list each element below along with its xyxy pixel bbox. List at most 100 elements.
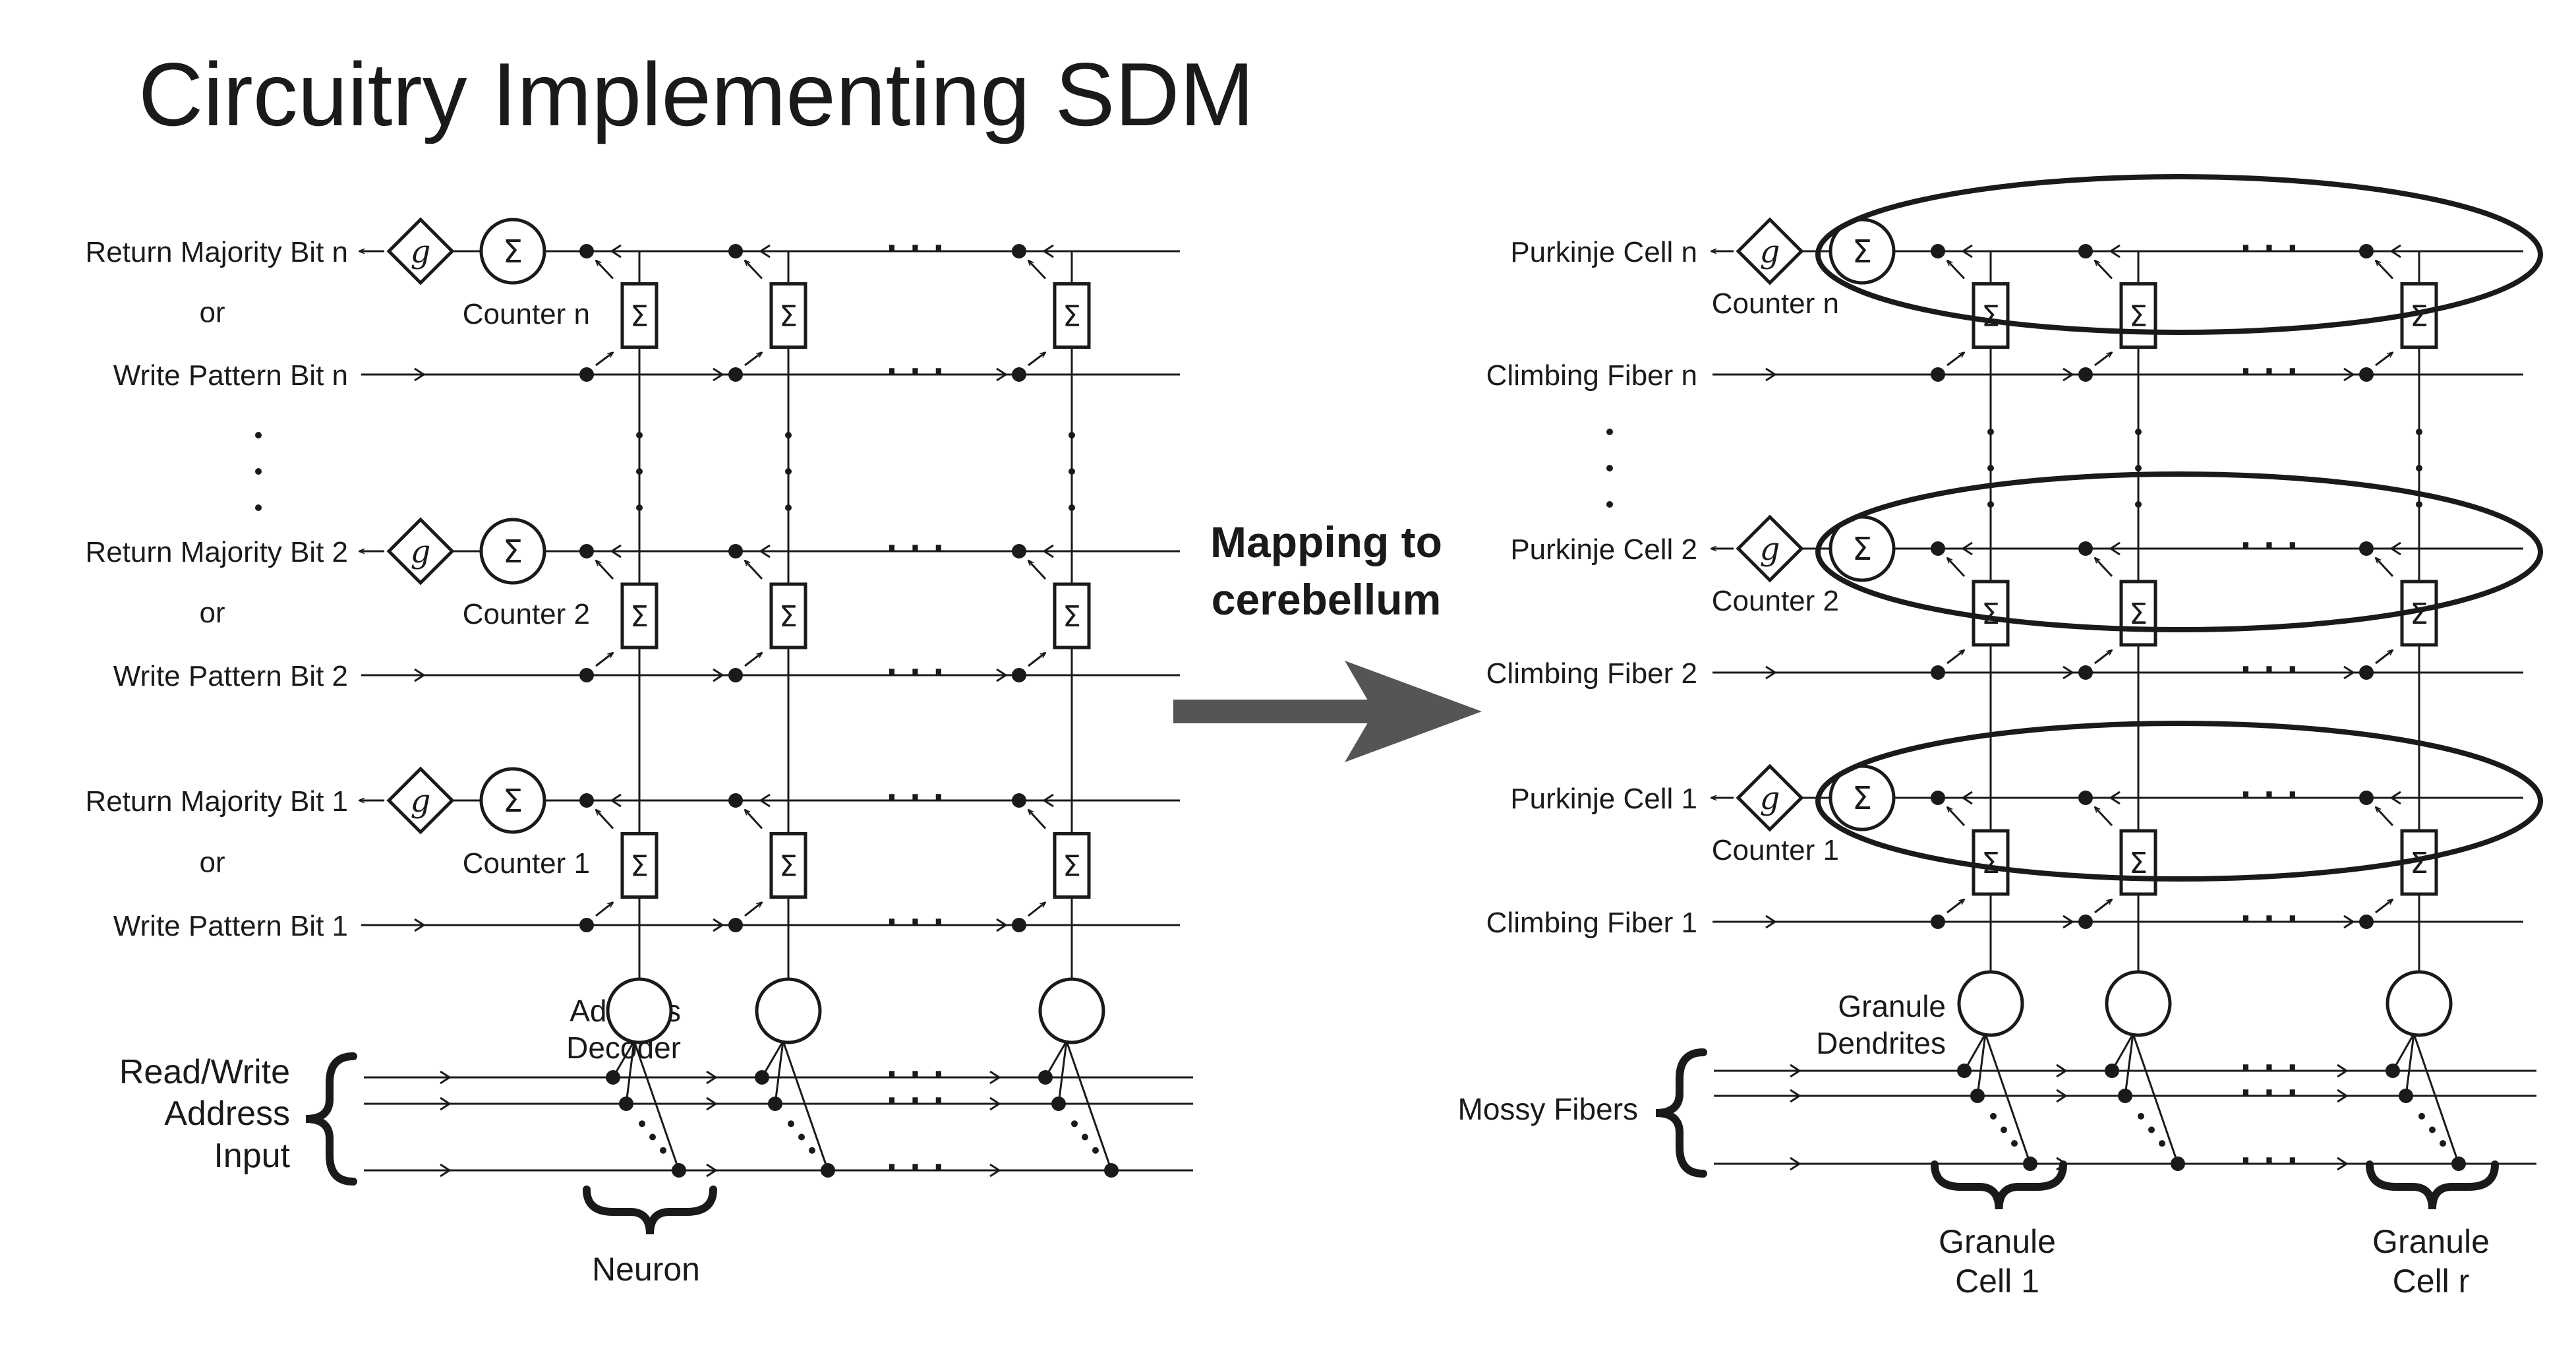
junction-dot <box>2078 367 2093 382</box>
vertical-ellipsis-icon <box>636 432 643 511</box>
read-arrow-icon <box>596 560 614 580</box>
junction-dot <box>579 793 594 808</box>
chevron-right-icon <box>2063 915 2074 929</box>
sum-box-shape <box>2119 282 2157 349</box>
ellipsis-icon: · · · <box>887 900 946 943</box>
chevron-right-icon <box>996 668 1008 682</box>
junction-dot <box>2023 1157 2037 1171</box>
junction-dot <box>672 1163 686 1178</box>
chevron-left-icon <box>759 244 771 258</box>
vertical-ellipsis-icon <box>2416 429 2422 508</box>
ellipsis-dot <box>639 1120 645 1128</box>
junction-dot <box>728 367 743 382</box>
ellipsis-dot <box>1987 429 1994 435</box>
decoder-dendrite <box>1065 1040 1113 1171</box>
junction-dot <box>1012 793 1026 808</box>
address-decoder-circle <box>2105 970 2172 1037</box>
decoder-dendrite <box>625 1040 635 1104</box>
chevron-left-icon <box>2389 541 2401 556</box>
gate-diamond-icon: g <box>1736 764 1804 832</box>
row-or-label: or <box>199 597 225 629</box>
junction-dot <box>728 918 743 932</box>
gate-diamond-icon: g <box>386 217 455 286</box>
ellipsis-icon: · · · <box>2240 897 2300 940</box>
junction-dot <box>728 544 743 558</box>
junction-dot <box>768 1097 782 1111</box>
junction-dot <box>1012 668 1026 682</box>
gate-symbol: g <box>1760 233 1780 270</box>
chevron-right-icon <box>440 1070 452 1085</box>
ellipsis-dot <box>2135 465 2142 471</box>
junction-dot <box>1931 367 1945 382</box>
vertical-ellipsis-icon <box>1606 429 1613 508</box>
ellipsis-icon: · · · <box>887 775 946 818</box>
write-arrow-icon <box>595 653 613 667</box>
junction-dot <box>1931 915 1945 929</box>
ellipsis-dot <box>1071 1120 1078 1128</box>
junction-dot <box>2105 1064 2119 1078</box>
sum-symbol: Σ <box>2410 847 2428 880</box>
ellipsis-dot <box>1068 432 1075 438</box>
chevron-left-icon <box>610 544 622 558</box>
gate-diamond-shape <box>1736 764 1804 832</box>
chevron-right-icon <box>1790 1089 1801 1103</box>
address-input-label-line2: Address <box>164 1095 290 1133</box>
ellipsis-dot <box>660 1147 666 1154</box>
gate-symbol: g <box>411 533 431 570</box>
chevron-right-icon <box>713 668 724 682</box>
ellipsis-dot <box>2440 1140 2446 1147</box>
mapping-label-line1: Mapping to <box>1210 518 1442 566</box>
chevron-left-icon <box>2109 541 2121 556</box>
gate-diamond-shape <box>386 517 455 586</box>
sum-box-icon: Σ <box>1053 832 1091 899</box>
ellipsis-dot <box>255 432 262 438</box>
chevron-right-icon <box>706 1097 718 1111</box>
decoder-dendrite <box>774 1040 784 1104</box>
read-arrow-icon <box>1947 807 1966 827</box>
sum-box-shape <box>1972 829 2010 896</box>
ellipsis-icon: · · · <box>887 526 946 569</box>
sum-circle-icon: Σ <box>479 767 546 834</box>
junction-dot <box>579 367 594 382</box>
granule-cell-label-line2: Cell r <box>2393 1263 2470 1300</box>
junction-dot <box>2078 791 2093 805</box>
junction-dot <box>821 1163 835 1178</box>
gate-diamond-shape <box>386 217 455 286</box>
big-arrow-icon <box>1173 661 1482 762</box>
chevron-right-icon <box>2337 1089 2349 1103</box>
junction-dot <box>1051 1097 1066 1111</box>
row-return-label: Purkinje Cell n <box>1510 236 1697 268</box>
chevron-left-icon <box>759 793 771 808</box>
counter-label: Counter n <box>1712 287 1839 320</box>
row-write-label: Climbing Fiber 2 <box>1486 657 1697 690</box>
address-input-label-line3: Input <box>214 1137 290 1175</box>
brace-icon <box>2366 1160 2499 1210</box>
junction-dot <box>728 244 743 258</box>
address-decoder-circle <box>1957 970 2024 1037</box>
junction-dot <box>2359 665 2374 680</box>
write-arrow-icon <box>595 903 613 917</box>
ellipsis-dot <box>2011 1140 2018 1147</box>
junction-dot <box>1957 1064 1972 1078</box>
write-arrow-icon <box>2375 899 2393 914</box>
sum-symbol: Σ <box>503 783 523 820</box>
ellipsis-dot <box>2001 1126 2007 1133</box>
junction-dot <box>2359 244 2374 258</box>
gate-diamond-icon: g <box>386 517 455 586</box>
write-arrow-icon <box>1028 353 1045 367</box>
chevron-left-icon <box>2109 791 2121 805</box>
chevron-right-icon <box>1765 915 1777 929</box>
decoder-dendrite <box>1057 1040 1068 1104</box>
decoder-dendrite <box>782 1040 829 1171</box>
purkinje-cell-ellipse <box>1815 471 2543 632</box>
sum-symbol: Σ <box>1063 600 1081 634</box>
sum-box-shape <box>769 282 807 349</box>
chevron-right-icon <box>989 1097 1001 1111</box>
granule-dendrites-label-line1: Granule <box>1838 989 1946 1023</box>
sum-symbol: Σ <box>1981 300 2000 334</box>
read-arrow-icon <box>2095 260 2113 280</box>
sum-symbol: Σ <box>2410 597 2428 631</box>
junction-dot <box>1012 244 1026 258</box>
write-arrow-icon <box>2375 650 2393 665</box>
gate-symbol: g <box>1760 780 1780 817</box>
